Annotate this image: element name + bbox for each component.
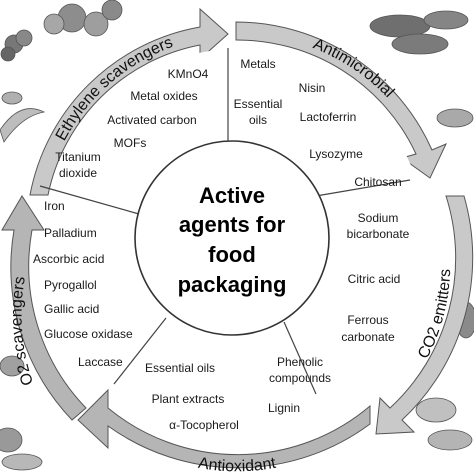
agent-ascorbic-acid: Ascorbic acid bbox=[33, 252, 104, 266]
center-line-2: agents for bbox=[179, 212, 286, 237]
sausage-icon bbox=[369, 10, 469, 55]
agent-kmno4: KMnO4 bbox=[168, 67, 209, 81]
co2-arrow bbox=[375, 195, 474, 435]
agent-iron: Iron bbox=[44, 199, 65, 213]
ring-arrows bbox=[1, 7, 474, 469]
agent-laccase: Laccase bbox=[78, 355, 123, 369]
agent-titanium: Titanium bbox=[55, 150, 101, 164]
co2-agents: Sodium bicarbonate Citric acid Ferrous c… bbox=[341, 211, 409, 344]
agent-ferrous: Ferrous bbox=[347, 313, 388, 327]
agent-lignin: Lignin bbox=[268, 401, 300, 415]
antioxidant-arrow bbox=[77, 388, 371, 469]
agent-gallic-acid: Gallic acid bbox=[44, 302, 99, 316]
o2-agents: Iron Palladium Ascorbic acid Pyrogallol … bbox=[33, 199, 133, 369]
dividers bbox=[39, 48, 411, 395]
agent-activated-carbon: Activated carbon bbox=[107, 113, 196, 127]
agent-lactoferrin: Lactoferrin bbox=[300, 110, 357, 124]
bread-icon bbox=[436, 108, 474, 128]
tomato-icon bbox=[43, 0, 123, 37]
agent-bicarbonate: bicarbonate bbox=[347, 227, 410, 241]
agent-sodium: Sodium bbox=[358, 211, 399, 225]
antimicrobial-arrow bbox=[235, 21, 448, 179]
broccoli-icon bbox=[0, 29, 33, 62]
agent-nisin: Nisin bbox=[299, 81, 326, 95]
agent-metal-oxides: Metal oxides bbox=[130, 89, 197, 103]
agent-phenolic: Phenolic bbox=[277, 355, 323, 369]
center-line-4: packaging bbox=[178, 272, 287, 297]
agent-chitosan: Chitosan bbox=[354, 175, 401, 189]
antimicrobial-agents: Metals Nisin Essential oils Lactoferrin … bbox=[234, 57, 402, 189]
agent-essential-oils: Essential oils bbox=[145, 361, 215, 375]
center-line-3: food bbox=[208, 242, 256, 267]
agent-compounds: compounds bbox=[269, 371, 331, 385]
agent-glucose-oxidase: Glucose oxidase bbox=[44, 327, 133, 341]
agent-mofs: MOFs bbox=[114, 136, 147, 150]
antioxidant-label: Antioxidant bbox=[197, 455, 278, 474]
ethylene-arrow bbox=[29, 7, 229, 196]
agent-dioxide: dioxide bbox=[59, 166, 97, 180]
center-line-1: Active bbox=[199, 183, 265, 208]
agent-pyrogallol: Pyrogallol bbox=[44, 278, 97, 292]
agent-oils: oils bbox=[249, 113, 267, 127]
center-title: Active agents for food packaging bbox=[178, 183, 287, 297]
pasta-icon bbox=[1, 453, 43, 471]
agent-lysozyme: Lysozyme bbox=[309, 147, 363, 161]
agent-tocopherol: α-Tocopherol bbox=[169, 418, 239, 432]
agent-plant-extracts: Plant extracts bbox=[152, 392, 225, 406]
banana-icon bbox=[0, 91, 46, 143]
center-circle bbox=[134, 140, 330, 336]
svg-text:Antioxidant: Antioxidant bbox=[197, 455, 278, 474]
agent-essential: Essential bbox=[234, 97, 283, 111]
agent-carbonate: carbonate bbox=[341, 330, 395, 344]
agent-metals: Metals bbox=[240, 57, 275, 71]
agent-citric-acid: Citric acid bbox=[348, 272, 401, 286]
o2-arrow bbox=[1, 195, 87, 421]
agent-palladium: Palladium bbox=[44, 226, 97, 240]
salad-icon bbox=[0, 355, 25, 453]
ethylene-agents: KMnO4 Metal oxides Activated carbon MOFs… bbox=[55, 67, 208, 180]
antioxidant-agents: Essential oils Phenolic compounds Plant … bbox=[145, 355, 331, 432]
